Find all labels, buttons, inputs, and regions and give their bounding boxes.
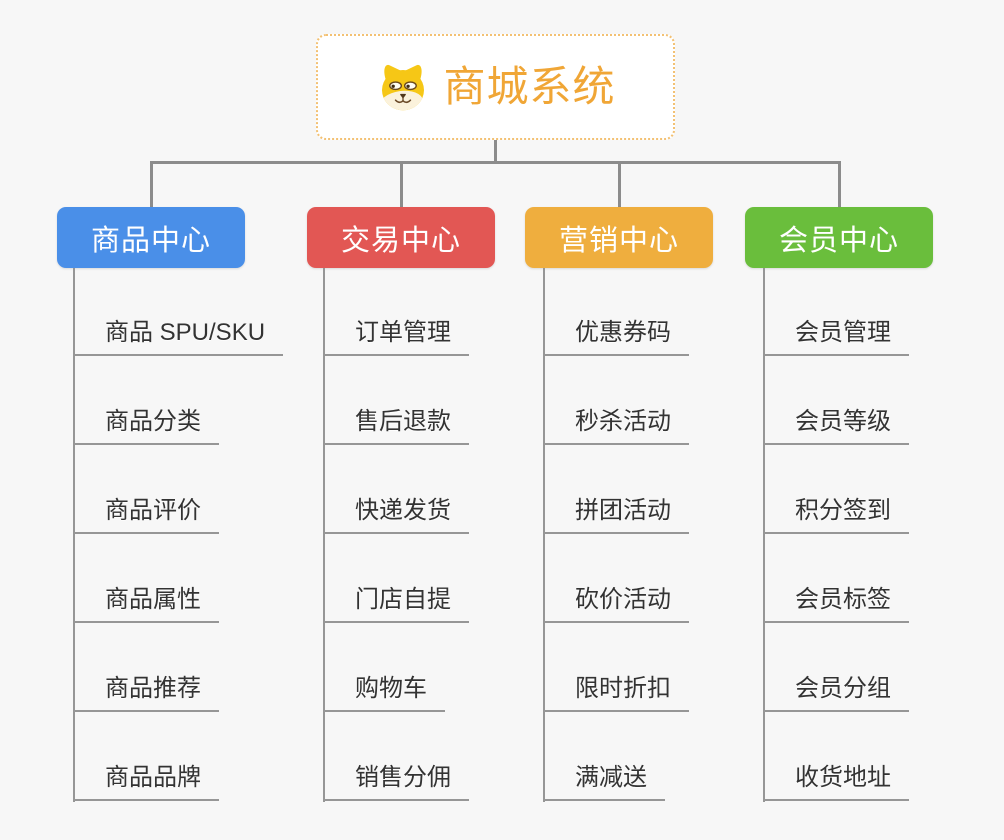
topic-item[interactable]: 收货地址 <box>763 763 909 801</box>
branch-header-product-center[interactable]: 商品中心 <box>57 207 245 268</box>
branch-line-trade <box>323 268 325 802</box>
branch-label: 商品中心 <box>90 224 211 257</box>
branch-line-product <box>73 268 75 802</box>
topic-item[interactable]: 商品评价 <box>73 496 219 534</box>
branch-label: 交易中心 <box>340 224 461 257</box>
topic-item[interactable]: 秒杀活动 <box>543 407 689 445</box>
connector-root-stub <box>494 138 497 164</box>
topic-item[interactable]: 满减送 <box>543 763 665 801</box>
topic-item[interactable]: 快递发货 <box>323 496 469 534</box>
topic-item[interactable]: 商品分类 <box>73 407 219 445</box>
topic-item[interactable]: 积分签到 <box>763 496 909 534</box>
connector-drop-trade <box>400 161 403 208</box>
shiba-dog-icon <box>382 64 425 110</box>
connector-drop-marketing <box>618 161 621 208</box>
root-node-mall-system[interactable]: 商城系统 <box>316 34 675 140</box>
topic-item[interactable]: 会员标签 <box>763 585 909 623</box>
connector-drop-product <box>150 161 153 208</box>
branch-label: 营销中心 <box>558 224 679 257</box>
topic-item[interactable]: 商品 SPU/SKU <box>73 318 284 356</box>
topic-item[interactable]: 限时折扣 <box>543 674 689 712</box>
branch-label: 会员中心 <box>778 224 899 257</box>
topic-item[interactable]: 商品属性 <box>73 585 219 623</box>
topic-item[interactable]: 砍价活动 <box>543 585 689 623</box>
topic-item[interactable]: 订单管理 <box>323 318 469 356</box>
topic-item[interactable]: 购物车 <box>323 674 445 712</box>
branch-header-member-center[interactable]: 会员中心 <box>745 207 933 268</box>
connector-drop-member <box>838 161 841 208</box>
topic-item[interactable]: 会员管理 <box>763 318 909 356</box>
topic-item[interactable]: 会员等级 <box>763 407 909 445</box>
topic-item[interactable]: 商品推荐 <box>73 674 219 712</box>
branch-line-marketing <box>543 268 545 802</box>
topic-item[interactable]: 拼团活动 <box>543 496 689 534</box>
branch-header-trade-center[interactable]: 交易中心 <box>307 207 495 268</box>
topic-item[interactable]: 优惠券码 <box>543 318 689 356</box>
topic-item[interactable]: 门店自提 <box>323 585 469 623</box>
topic-item[interactable]: 会员分组 <box>763 674 909 712</box>
topic-item[interactable]: 售后退款 <box>323 407 469 445</box>
branch-header-marketing-center[interactable]: 营销中心 <box>525 207 713 268</box>
root-title: 商城系统 <box>443 63 616 110</box>
topic-item[interactable]: 商品品牌 <box>73 763 219 801</box>
connector-trunk-horizontal <box>150 161 841 164</box>
branch-line-member <box>763 268 765 802</box>
topic-item[interactable]: 销售分佣 <box>323 763 469 801</box>
